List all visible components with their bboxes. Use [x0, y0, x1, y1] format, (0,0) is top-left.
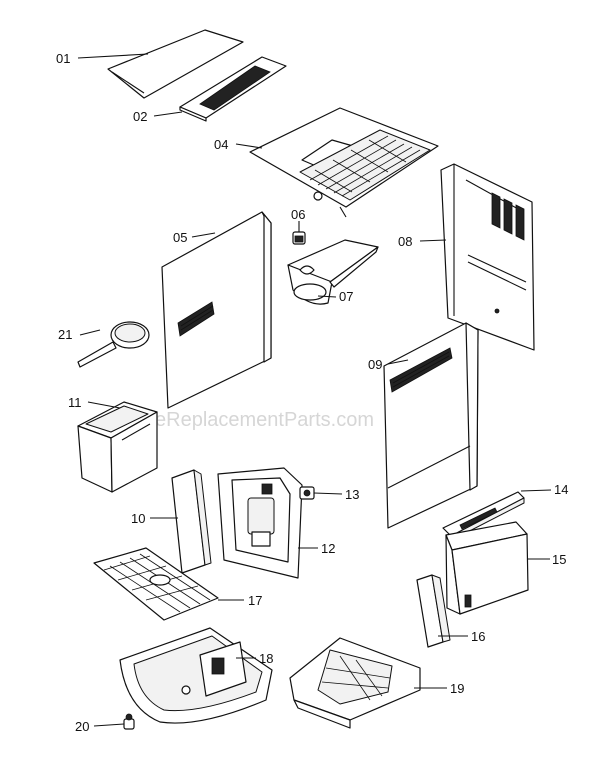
part-01-lid[interactable]	[107, 29, 244, 99]
label-16: 16	[471, 629, 485, 644]
label-19: 19	[450, 681, 464, 696]
label-06: 06	[291, 207, 305, 222]
label-04: 04	[214, 137, 228, 152]
part-14-rail[interactable]	[442, 491, 525, 541]
label-02: 02	[133, 109, 147, 124]
part-10-side-trim[interactable]	[171, 469, 212, 574]
label-09: 09	[368, 357, 382, 372]
label-12: 12	[321, 541, 335, 556]
label-21: 21	[58, 327, 72, 342]
label-11: 11	[68, 395, 82, 410]
label-15: 15	[552, 552, 566, 567]
part-15-water-tank[interactable]	[445, 521, 529, 615]
label-01: 01	[56, 51, 70, 66]
part-05-left-panel[interactable]	[161, 211, 272, 409]
part-21-scoop[interactable]	[77, 321, 150, 368]
label-20: 20	[75, 719, 89, 734]
label-08: 08	[398, 234, 412, 249]
part-12-brew-unit[interactable]	[217, 467, 303, 579]
part-02-grille[interactable]	[179, 56, 287, 122]
label-17: 17	[248, 593, 262, 608]
part-06-knob[interactable]	[292, 231, 306, 245]
part-labels: 01 02 04 05 06 07 08 09 21 11 10 12 13 1…	[56, 51, 568, 734]
part-16-trim[interactable]	[416, 574, 451, 648]
part-18-drip-tray[interactable]	[119, 627, 273, 724]
label-14: 14	[554, 482, 568, 497]
part-13-connector[interactable]	[299, 486, 315, 500]
label-10: 10	[131, 511, 145, 526]
label-18: 18	[259, 651, 273, 666]
part-04-top-frame[interactable]	[249, 107, 439, 218]
part-11-grounds-container[interactable]	[77, 401, 158, 493]
label-05: 05	[173, 230, 187, 245]
label-13: 13	[345, 487, 359, 502]
part-09-panel[interactable]	[383, 322, 479, 529]
label-07: 07	[339, 289, 353, 304]
leader-lines	[77, 53, 552, 727]
part-08-right-panel[interactable]	[440, 163, 535, 351]
part-17-drip-grid[interactable]	[93, 547, 219, 621]
part-07-funnel[interactable]	[287, 239, 379, 305]
part-19-base[interactable]	[289, 637, 421, 729]
part-20-foot[interactable]	[123, 713, 135, 730]
watermark-text: eReplacementParts.com	[155, 409, 374, 431]
